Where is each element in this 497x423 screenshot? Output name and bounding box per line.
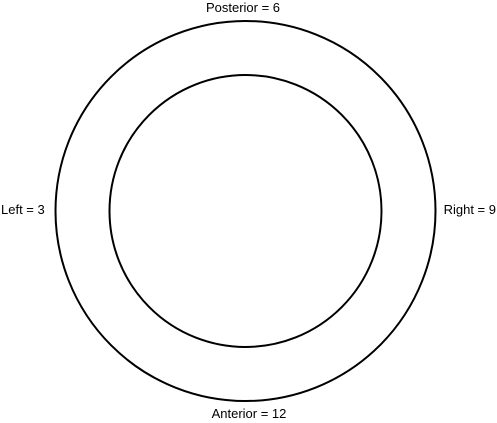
anterior-label: Anterior = 12 (212, 406, 287, 421)
right-label: Right = 9 (444, 202, 496, 217)
posterior-label: Posterior = 6 (206, 0, 280, 15)
outer-circle (54, 20, 437, 402)
left-label: Left = 3 (1, 202, 45, 217)
inner-circle (108, 74, 383, 348)
